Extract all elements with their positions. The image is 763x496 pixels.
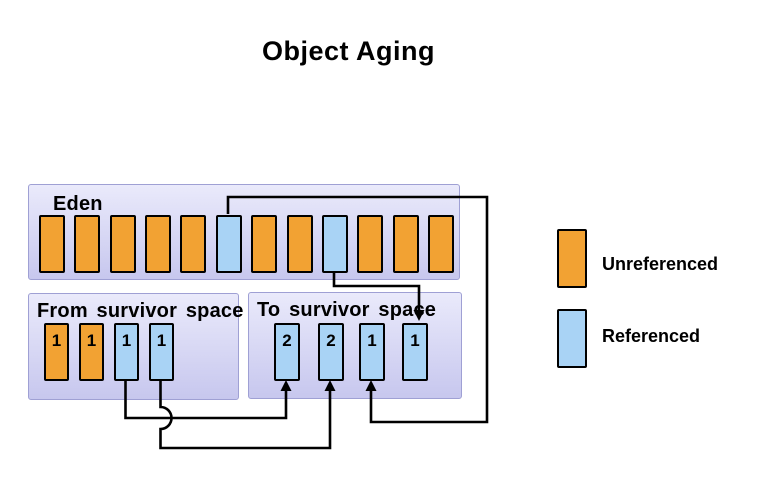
from-survivor-block-4: 1 [149,323,174,381]
eden-block-2 [74,215,100,273]
legend-referenced-swatch [557,309,587,368]
eden-block-7 [251,215,277,273]
eden-block-8 [287,215,313,273]
from-survivor-label: From survivor space [37,300,244,322]
eden-block-3 [110,215,136,273]
to-survivor-block-3: 1 [359,323,385,381]
to-survivor-label: To survivor space [257,299,437,321]
eden-block-9 [322,215,348,273]
eden-block-5 [180,215,206,273]
from-survivor-block-2: 1 [79,323,104,381]
to-survivor-block-4: 1 [402,323,428,381]
page-title: Object Aging [262,36,435,66]
eden-block-1 [39,215,65,273]
legend-unreferenced-label: Unreferenced [602,254,719,274]
legend-unreferenced-swatch [557,229,587,288]
eden-block-4 [145,215,171,273]
to-survivor-block-2: 2 [318,323,344,381]
eden-block-6 [216,215,242,273]
from-survivor-block-3: 1 [114,323,139,381]
to-survivor-block-1: 2 [274,323,300,381]
from-survivor-block-1: 1 [44,323,69,381]
legend-referenced-label: Referenced [602,326,701,346]
eden-region: Eden [28,184,460,280]
eden-block-12 [428,215,454,273]
eden-block-11 [393,215,419,273]
eden-label: Eden [53,193,103,215]
eden-block-10 [357,215,383,273]
